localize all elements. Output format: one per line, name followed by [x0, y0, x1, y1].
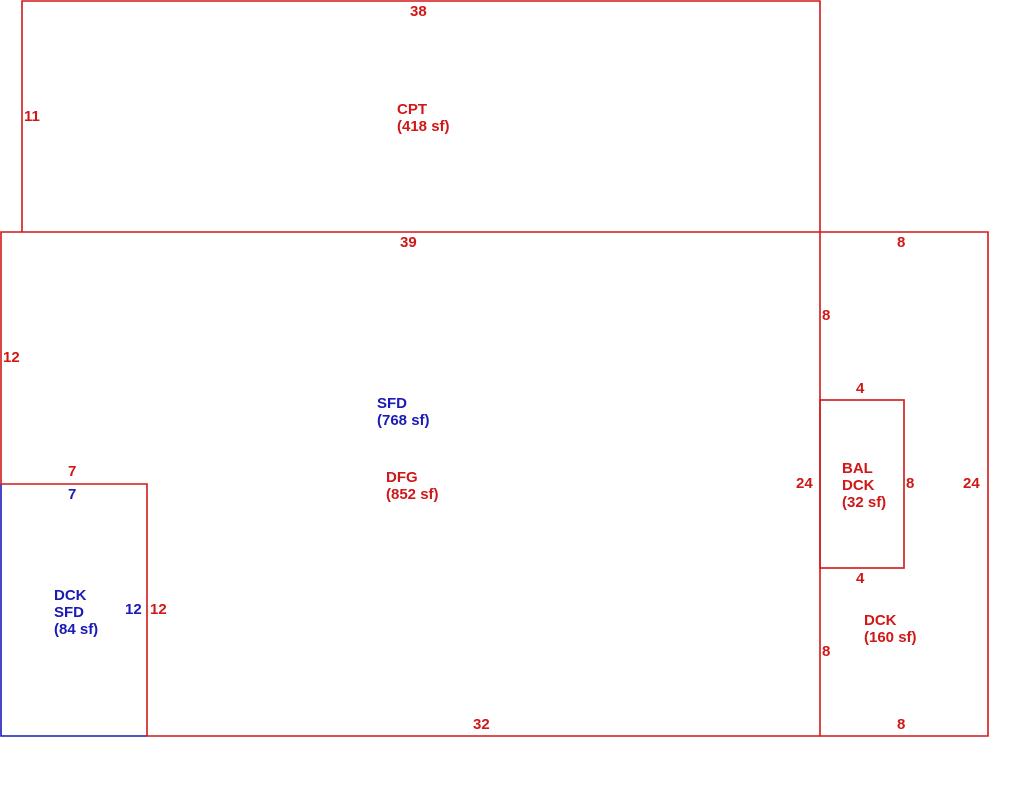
bal-code-1: BAL	[842, 460, 873, 477]
dim-cpt-top: 38	[410, 3, 427, 20]
dck-sfd-code-1: DCK	[54, 587, 87, 604]
dim-cpt-left: 11	[24, 108, 40, 125]
dim-bal-right: 8	[906, 475, 914, 492]
cpt-outline	[21, 0, 821, 232]
dim-dck-left-side-blue: 12	[125, 601, 142, 618]
bal-code-2: DCK	[842, 477, 875, 494]
dck-sfd-code-2: SFD	[54, 604, 84, 621]
dim-right-outer: 24	[963, 475, 980, 492]
dim-dck-left-top-red: 7	[68, 463, 76, 480]
cpt-area: (418 sf)	[397, 118, 450, 135]
dim-main-bottom: 32	[473, 716, 490, 733]
dim-right-top: 8	[897, 234, 905, 251]
dim-dck-left-top-blue: 7	[68, 486, 76, 503]
dfg-code: DFG	[386, 469, 418, 486]
dim-main-left: 12	[3, 349, 20, 366]
cpt-code: CPT	[397, 101, 427, 118]
dim-bal-top: 4	[856, 380, 865, 397]
dim-right-inner-left: 24	[796, 475, 813, 492]
dim-right-bottom: 8	[897, 716, 905, 733]
dim-right-upper-side: 8	[822, 307, 830, 324]
dck-sfd-outline-shared	[1, 483, 148, 736]
dim-bal-bottom: 4	[856, 570, 865, 587]
dim-dck-left-side-red: 12	[150, 601, 167, 618]
dck-sfd-outline-blue	[0, 484, 147, 737]
dfg-area: (852 sf)	[386, 486, 439, 503]
bal-dck-outline	[819, 399, 905, 569]
dck-right-outline	[820, 231, 989, 737]
dck-sfd-area: (84 sf)	[54, 621, 98, 638]
bal-area: (32 sf)	[842, 494, 886, 511]
dim-right-lower-side: 8	[822, 643, 830, 660]
sfd-code: SFD	[377, 395, 407, 412]
dck-right-code: DCK	[864, 612, 897, 629]
dck-right-area: (160 sf)	[864, 629, 917, 646]
dim-main-top: 39	[400, 234, 417, 251]
sfd-area: (768 sf)	[377, 412, 430, 429]
